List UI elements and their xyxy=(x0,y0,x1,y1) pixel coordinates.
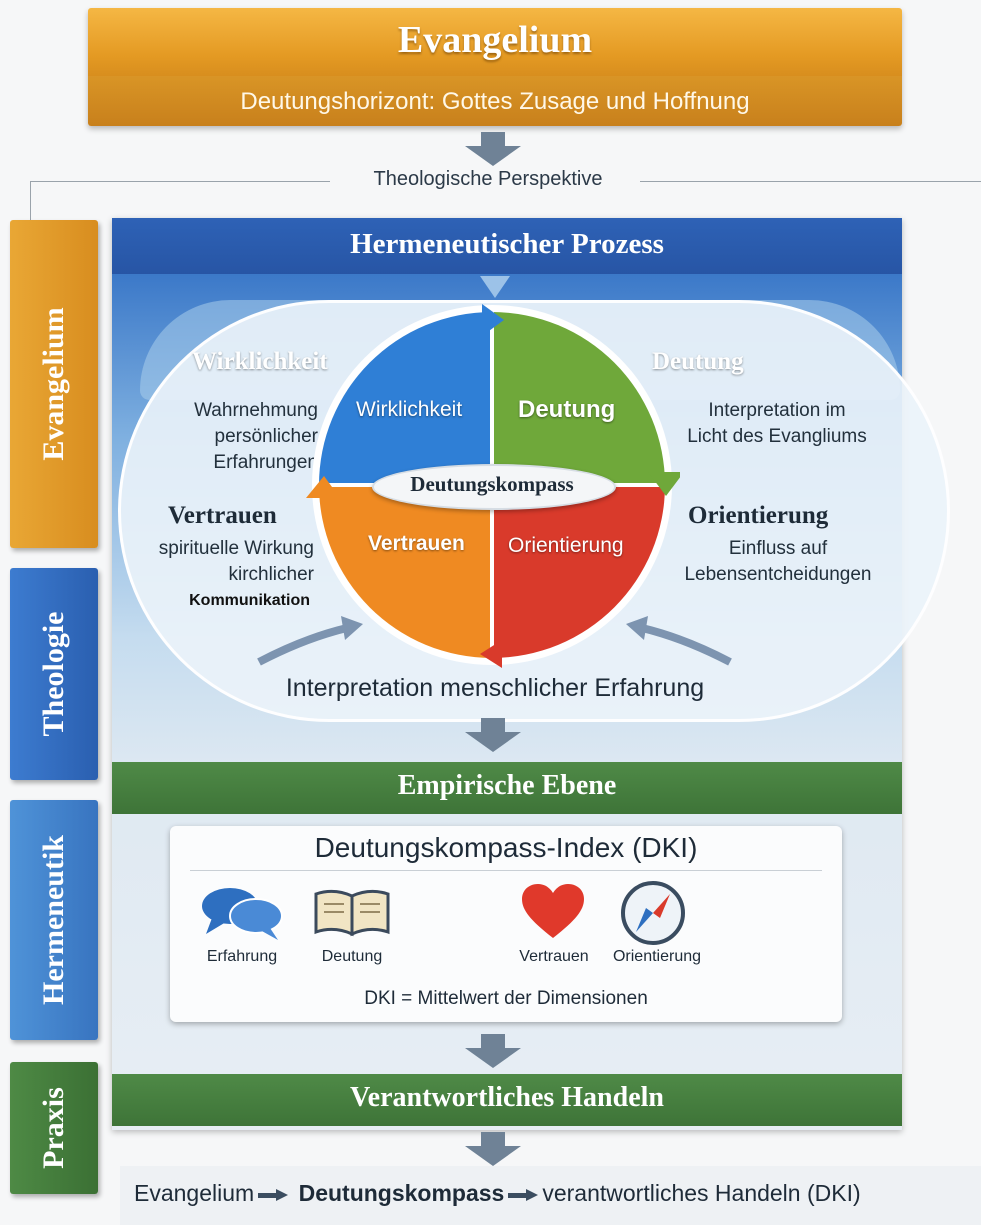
evangelium-banner: Evangelium Deutungshorizont: Gottes Zusa… xyxy=(88,8,902,126)
arrow-head-right-icon xyxy=(648,472,680,496)
empirical-bar xyxy=(112,762,902,814)
compass-center-label: Deutungskompass xyxy=(410,472,574,496)
vertrauen-text: spirituelle Wirkung kirchlicher xyxy=(130,536,314,588)
side-tab-label: Praxis xyxy=(37,1087,70,1169)
perspective-line-vertical xyxy=(30,181,31,221)
quadrant-label-orientierung: Orientierung xyxy=(508,534,624,557)
orientierung-text: Einfluss auf Lebensentcheidungen xyxy=(668,536,888,588)
text-line: kirchlicher xyxy=(228,564,314,585)
side-tab-label: Evangelium xyxy=(37,307,70,461)
dki-divider xyxy=(190,870,822,871)
praxis-bar xyxy=(112,1074,902,1126)
text-line: Lebensentcheidungen xyxy=(684,564,872,585)
hermeneutic-title: Hermeneutischer Prozess xyxy=(350,228,664,260)
compass-icon xyxy=(621,881,685,945)
right-arrow-icon xyxy=(258,1188,289,1201)
perspective-line-left xyxy=(30,181,330,182)
deutung-heading: Deutung xyxy=(652,348,744,375)
banner-subtitle: Deutungshorizont: Gottes Zusage und Hoff… xyxy=(240,88,750,115)
side-tab-praxis: Praxis xyxy=(10,1062,98,1194)
dki-formula: DKI = Mittelwert der Dimensionen xyxy=(364,988,648,1009)
down-arrow-icon xyxy=(465,718,521,752)
banner-subtitle-band xyxy=(88,76,902,126)
summary-part-evangelium: Evangelium xyxy=(134,1180,255,1206)
side-tab-label: Theologie xyxy=(37,611,70,737)
quadrant-orientierung xyxy=(492,485,665,658)
orientierung-heading: Orientierung xyxy=(688,502,829,529)
arrow-head-bottom-icon xyxy=(480,640,502,668)
summary-part-deutungskompass: Deutungskompass xyxy=(298,1180,505,1206)
text-line: persönlicher xyxy=(214,426,319,447)
text-line: Licht des Evangliums xyxy=(687,426,867,447)
dki-box xyxy=(170,826,842,1022)
small-down-arrow-icon xyxy=(480,276,510,298)
summary-part-handeln: verantwortliches Handeln (DKI) xyxy=(542,1180,861,1206)
dki-item-label: Deutung xyxy=(321,948,383,965)
quadrant-label-wirklichkeit: Wirklichkeit xyxy=(356,398,463,421)
left-input-arrow-icon xyxy=(257,616,363,666)
quadrant-label-vertrauen: Vertrauen xyxy=(368,532,465,555)
heart-icon xyxy=(522,884,584,938)
open-book-icon xyxy=(314,889,390,937)
arrow-head-top-icon xyxy=(482,304,504,336)
quadrant-deutung xyxy=(492,312,665,485)
side-tab-evangelium: Evangelium xyxy=(10,220,98,548)
quadrant-label-deutung: Deutung xyxy=(518,396,616,423)
banner-title-band xyxy=(88,8,902,76)
down-arrow-icon xyxy=(465,1132,521,1166)
quadrant-vertrauen xyxy=(319,485,492,658)
text-line: spirituelle Wirkung xyxy=(158,538,314,559)
wirklichkeit-heading: Wirklichkeit xyxy=(192,348,328,375)
dki-item-label: Vertrauen xyxy=(519,948,589,965)
vertrauen-text-bold: Kommunikation xyxy=(189,592,310,609)
text-line: Interpretation im xyxy=(708,400,846,421)
side-tab-theologie: Theologie xyxy=(10,568,98,780)
text-line: Wahrnehmung xyxy=(194,400,318,421)
wirklichkeit-text: Wahrnehmung persönlicher Erfahrungen xyxy=(150,398,318,476)
vertrauen-heading: Vertrauen xyxy=(168,502,277,529)
side-tab-hermeneutik: Hermeneutik xyxy=(10,800,98,1040)
down-arrow-icon xyxy=(465,1034,521,1068)
down-arrow-icon xyxy=(465,132,521,166)
hermeneutic-header xyxy=(112,218,902,274)
banner-title: Evangelium xyxy=(397,19,593,61)
empirical-title: Empirische Ebene xyxy=(397,770,617,801)
perspective-label: Theologische Perspektive xyxy=(373,168,603,190)
right-arrow-icon xyxy=(508,1188,539,1201)
right-input-arrow-icon xyxy=(626,616,732,666)
dki-item-label: Orientierung xyxy=(612,948,702,965)
side-tab-label: Hermeneutik xyxy=(37,835,70,1005)
perspective-line-right xyxy=(640,181,981,182)
dki-title: Deutungskompass-Index (DKI) xyxy=(314,832,698,863)
praxis-title: Verantwortliches Handeln xyxy=(350,1082,664,1113)
speech-bubbles-icon xyxy=(202,888,283,940)
text-line: Einfluss auf xyxy=(728,538,828,559)
quadrant-wirklichkeit xyxy=(319,312,492,485)
deutung-text: Interpretation im Licht des Evangliums xyxy=(672,398,882,450)
arrow-head-left-icon xyxy=(306,476,340,498)
text-line: Erfahrungen xyxy=(213,452,318,473)
dki-item-label: Erfahrung xyxy=(206,948,278,965)
compass-center-ellipse xyxy=(372,464,616,510)
interpretation-label: Interpretation menschlicher Erfahrung xyxy=(285,674,705,702)
summary-line: Evangelium Deutungskompass verantwortlich… xyxy=(134,1180,980,1207)
